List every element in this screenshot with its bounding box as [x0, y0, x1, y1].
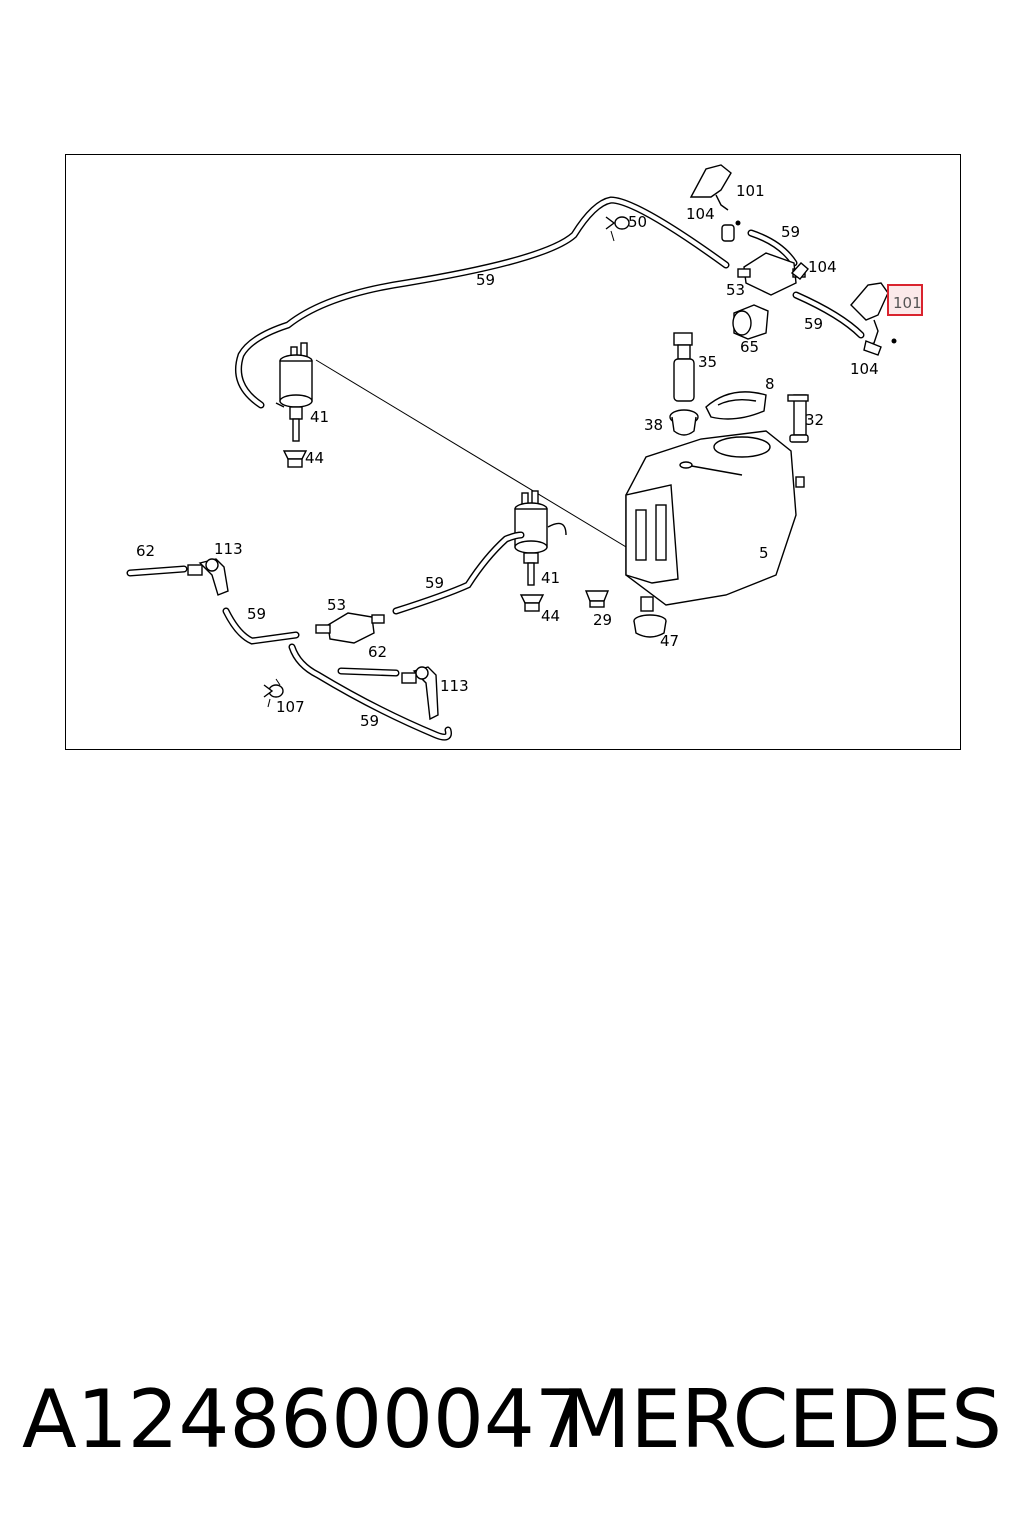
- hose-59-long: [235, 196, 730, 409]
- nozzle-113-left: [187, 558, 229, 596]
- callout-65: 65: [740, 338, 759, 356]
- valve-53-bottom: [315, 612, 385, 644]
- sensor-32: [787, 394, 809, 443]
- pump-41-center: [514, 490, 567, 586]
- grommet-29: [584, 590, 610, 608]
- callout-59-long: 59: [476, 271, 495, 289]
- callout-107: 107: [276, 698, 305, 716]
- callout-59-top-right: 59: [781, 223, 800, 241]
- connector-104-top: [721, 224, 735, 242]
- nozzle-113-bottom: [401, 666, 439, 721]
- callout-5: 5: [759, 544, 769, 562]
- callout-47: 47: [660, 632, 679, 650]
- part-number-label: A1248600047: [22, 1373, 586, 1466]
- grommet-44-center: [519, 594, 545, 612]
- bushing-65: [732, 304, 769, 340]
- hose-59-top-right: [747, 229, 798, 267]
- callout-104-right: 104: [850, 360, 879, 378]
- callout-59-mid: 59: [425, 574, 444, 592]
- hose-59-right: [792, 291, 865, 339]
- callout-41-center: 41: [541, 569, 560, 587]
- callout-50: 50: [628, 213, 647, 231]
- hose-59-bottom: [288, 643, 452, 741]
- grommet-38: [669, 409, 699, 436]
- cap-8: [705, 391, 767, 420]
- callout-53-top: 53: [726, 281, 745, 299]
- hose-62-bottom: [337, 667, 400, 677]
- callout-59-right: 59: [804, 315, 823, 333]
- callout-101-top: 101: [736, 182, 765, 200]
- callout-32: 32: [805, 411, 824, 429]
- clip-50: [605, 216, 630, 242]
- callout-104-top: 104: [686, 205, 715, 223]
- callout-8: 8: [765, 375, 775, 393]
- callout-41-left: 41: [310, 408, 329, 426]
- clip-107: [263, 678, 284, 708]
- callout-38: 38: [644, 416, 663, 434]
- hose-62-left: [126, 565, 188, 577]
- callout-53-bottom: 53: [327, 596, 346, 614]
- hose-59-lower-left: [222, 607, 300, 645]
- callout-59-bottom: 59: [360, 712, 379, 730]
- callout-101-highlight: 101: [893, 294, 922, 312]
- connector-104-mid: [790, 262, 809, 280]
- callout-44-left: 44: [305, 449, 324, 467]
- callout-29: 29: [593, 611, 612, 629]
- nozzle-101-top: [689, 164, 741, 226]
- reservoir-tank-5: [625, 430, 805, 612]
- callout-62-bottom: 62: [368, 643, 387, 661]
- callout-35: 35: [698, 353, 717, 371]
- parts-diagram-frame: 101 104 50 59 104 101 53 59 59 65 104 35…: [65, 154, 961, 750]
- callout-113-bottom: 113: [440, 677, 469, 695]
- pump-41-left: [275, 342, 313, 442]
- brand-label: MERCEDES: [561, 1373, 1002, 1466]
- callout-62-left: 62: [136, 542, 155, 560]
- connector-104-right: [863, 340, 882, 356]
- highlight-box-101: [887, 284, 923, 316]
- level-sensor-35: [673, 332, 695, 402]
- wiring-line: [315, 359, 657, 566]
- callout-113-left: 113: [214, 540, 243, 558]
- grommet-44-left: [282, 450, 308, 468]
- washer-system-diagram: 101 104 50 59 104 101 53 59 59 65 104 35…: [126, 164, 923, 741]
- seal-47: [633, 614, 667, 638]
- callout-44-center: 44: [541, 607, 560, 625]
- callout-104-mid: 104: [808, 258, 837, 276]
- hose-59-mid: [392, 531, 525, 615]
- callout-59-lower-left: 59: [247, 605, 266, 623]
